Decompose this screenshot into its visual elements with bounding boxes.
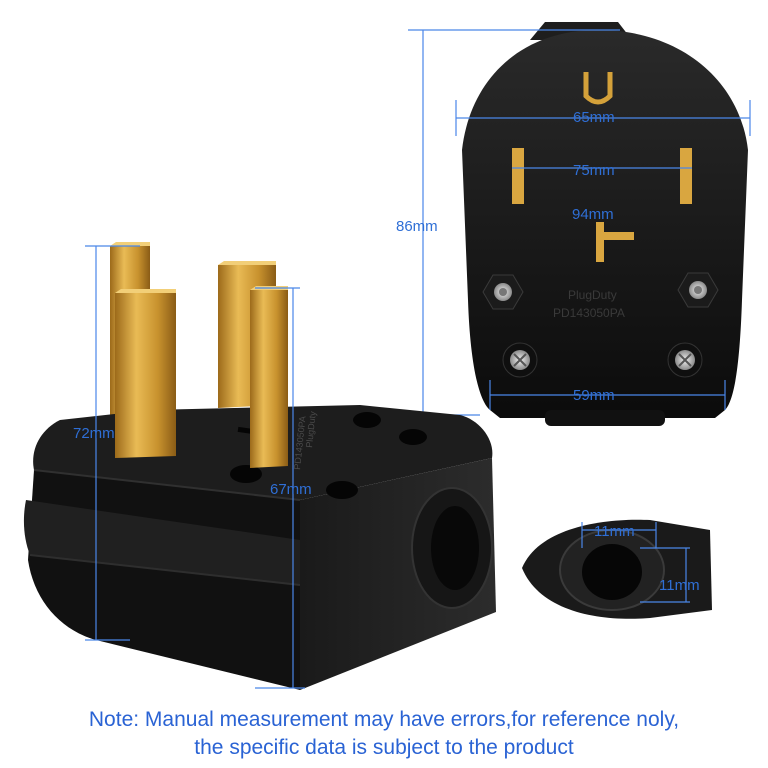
hex-nut-left <box>482 274 524 310</box>
top-hole-3 <box>230 465 262 483</box>
note-line-1: Note: Manual measurement may have errors… <box>88 708 680 731</box>
hot-blade-right <box>680 148 692 204</box>
dim-width-65: 65mm <box>573 109 615 126</box>
hot-blade-left <box>512 148 524 204</box>
prong-front-left <box>115 290 176 458</box>
note-line-2: the specific data is subject to the prod… <box>194 736 574 759</box>
ground-pin-slot <box>583 72 613 105</box>
dim-hole-height: 11mm <box>659 577 700 594</box>
top-hole-4 <box>326 481 358 499</box>
dim-width-59: 59mm <box>573 387 615 404</box>
dim-width-75: 75mm <box>573 162 615 179</box>
plug-face-view: PlugDuty PD143050PA 86mm 65mm 75mm 94mm … <box>396 22 751 426</box>
screw-left <box>502 342 538 378</box>
prong-front-right <box>250 287 288 468</box>
dim-body-height: 67mm <box>270 481 312 498</box>
dim-width-94: 94mm <box>572 206 614 223</box>
face-brand-text: PlugDuty <box>568 288 617 302</box>
cord-hole <box>582 544 642 600</box>
dim-hole-width: 11mm <box>594 523 635 540</box>
side-body-grip <box>23 500 300 585</box>
dim-prong-height: 72mm <box>73 425 115 442</box>
cord-gland <box>411 487 493 609</box>
screw-right <box>667 342 703 378</box>
cord-hole-view: 11mm 11mm <box>522 519 712 619</box>
neutral-blade <box>596 222 634 262</box>
dim-face-height: 86mm <box>396 218 438 235</box>
top-hole-2 <box>399 429 427 445</box>
hex-nut-right <box>677 272 719 308</box>
side-brand-text: PlugDuty <box>304 410 318 448</box>
face-cord-stub <box>545 410 665 426</box>
plug-side-view: PlugDuty PD143050PA 72mm 67mm <box>23 242 496 690</box>
face-model-text: PD143050PA <box>553 306 625 320</box>
top-hole-1 <box>353 412 381 428</box>
face-body <box>462 30 748 410</box>
